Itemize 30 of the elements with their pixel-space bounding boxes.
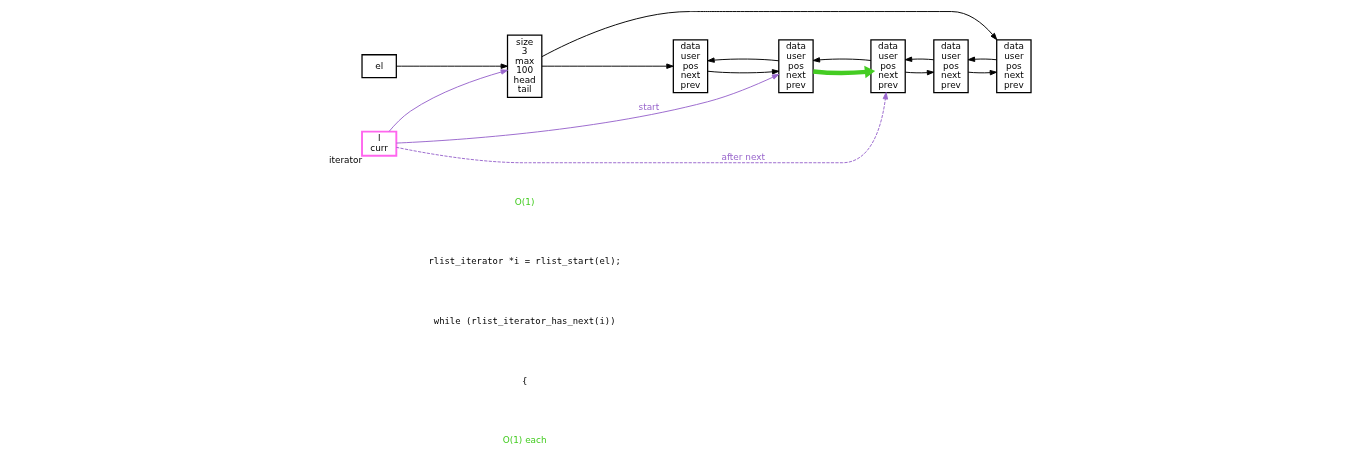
arrow [967,56,997,62]
label: { [521,375,527,386]
node-box: data user pos next prev [932,38,969,93]
edge-label: start [638,101,659,112]
arrow [904,56,934,62]
arrow [904,69,934,75]
arrow [812,56,871,63]
node-box: l curr [360,130,397,157]
arrow [706,56,779,63]
arrow [706,68,779,74]
arrow [395,91,888,163]
edge-label: after next [720,151,765,162]
label: O(1) each [502,434,547,445]
node-box: data user pos next prev [777,38,814,93]
label: rlist_iterator *i = rlist_start(el); [427,255,621,266]
node-label: iterator [328,154,362,165]
node-box: data user pos next prev [869,38,906,93]
arrow [541,10,997,57]
label: while (rlist_iterator_has_next(i)) [433,315,615,326]
arrow [388,68,508,132]
arrow [395,73,779,144]
node-box: size 3 max 100 head tail [506,33,542,98]
node-box: el [360,53,397,78]
arrow [967,69,997,75]
node-box: data user pos next prev [672,38,708,93]
label: O(1) [514,195,534,206]
arrow [541,63,674,69]
node-box: data user pos next prev [995,38,1032,93]
arrow [812,65,875,78]
arrow [395,63,508,69]
